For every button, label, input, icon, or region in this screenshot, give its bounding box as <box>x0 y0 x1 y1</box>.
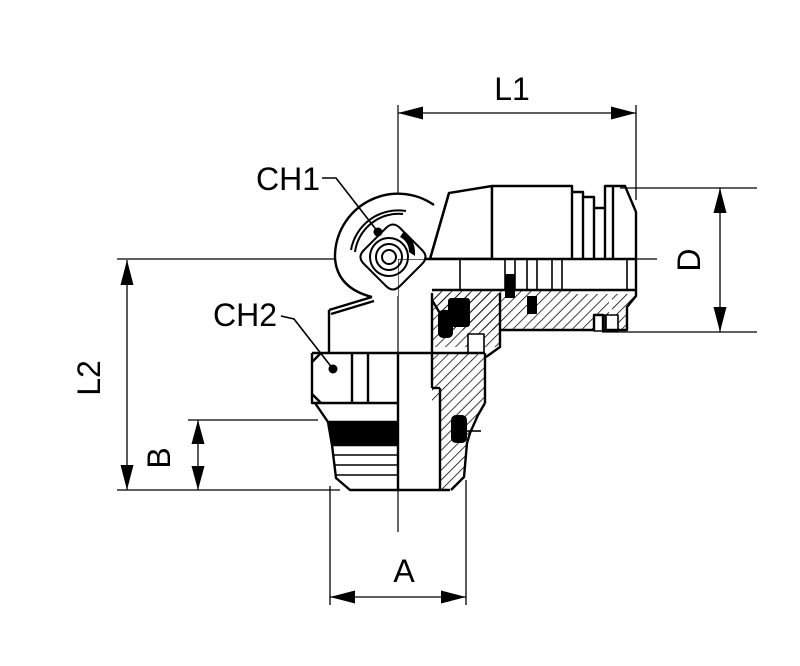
dimension-l2 <box>117 260 340 491</box>
dimension-labels: L1 D L2 B A CH1 CH2 <box>71 71 707 589</box>
cartridge-top <box>492 186 636 259</box>
leader-ch2 <box>280 315 338 374</box>
dimension-b <box>188 419 318 490</box>
leader-ch1 <box>322 177 383 237</box>
label-ch2: CH2 <box>213 297 277 333</box>
dimension-l1 <box>398 105 637 200</box>
fitting-body <box>310 184 638 492</box>
label-l2: L2 <box>71 360 107 396</box>
label-b: B <box>141 447 177 468</box>
dimensions <box>117 105 757 605</box>
dimension-a <box>329 480 467 605</box>
label-l1: L1 <box>494 71 530 107</box>
label-a: A <box>393 553 415 589</box>
label-ch1: CH1 <box>256 161 320 197</box>
dimension-d <box>602 187 757 333</box>
label-d: D <box>671 248 707 271</box>
